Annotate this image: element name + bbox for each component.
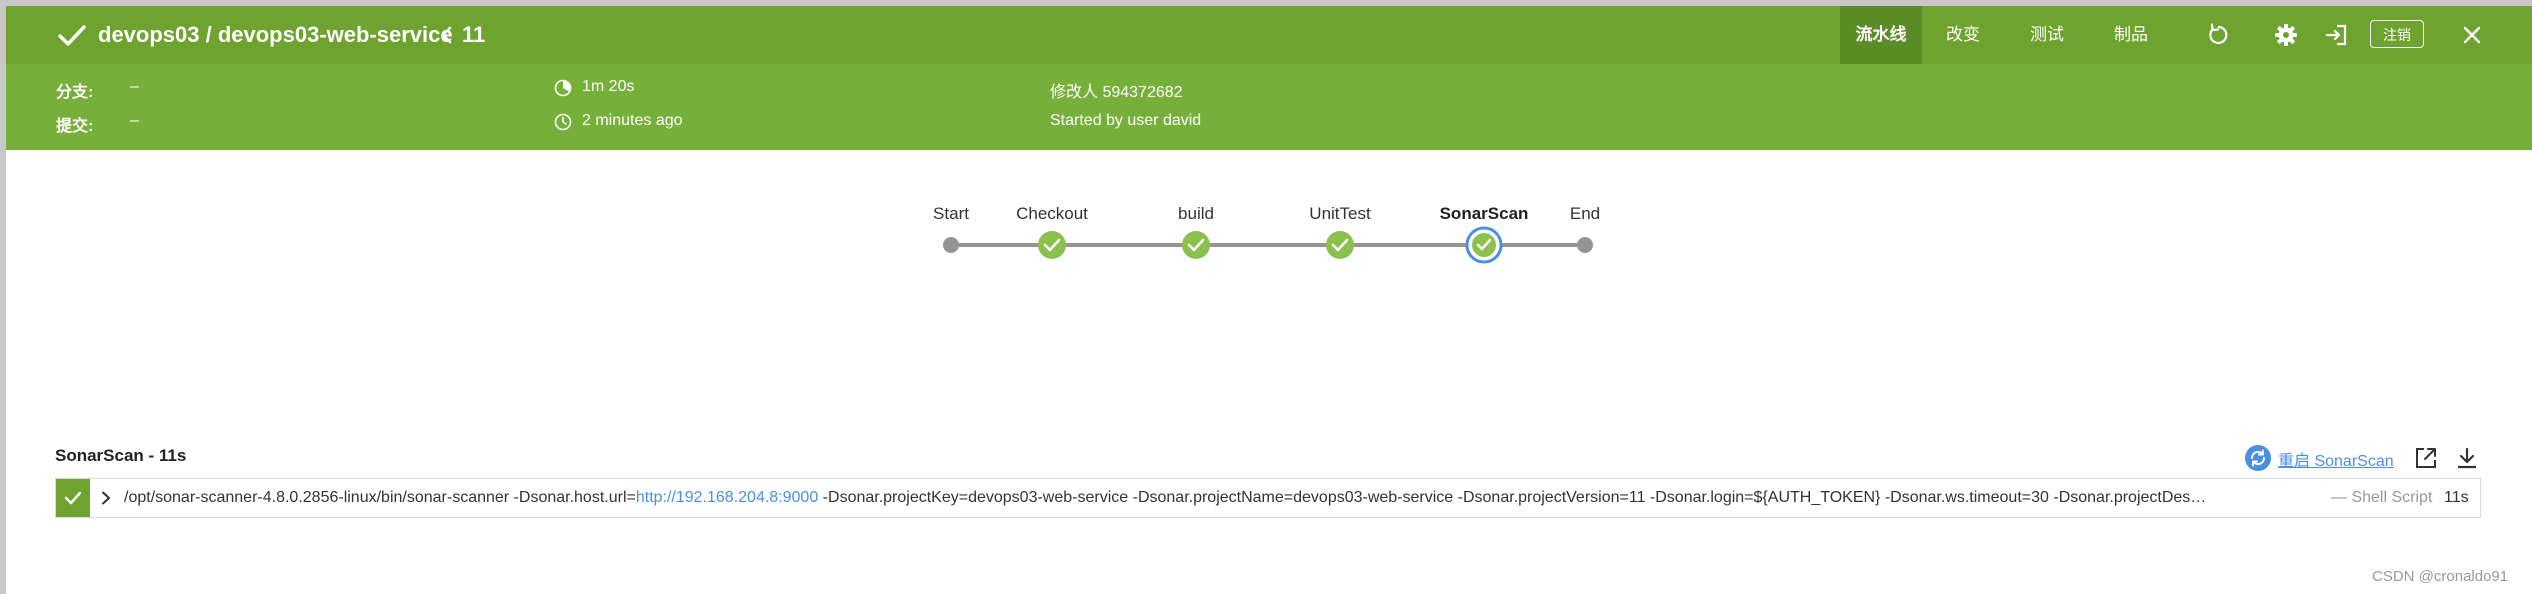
duration-icon — [554, 79, 572, 97]
tab-artifacts[interactable]: 制品 — [2114, 25, 2148, 44]
tab-tests[interactable]: 测试 — [2030, 25, 2064, 44]
success-check-icon — [58, 25, 86, 46]
step-title: SonarScan - 11s — [55, 446, 187, 465]
duration-value: 1m 20s — [582, 78, 635, 95]
watermark: CSDN @cronaldo91 — [2372, 568, 2509, 585]
clock-icon — [554, 113, 572, 131]
stage-label-unittest[interactable]: UnitTest — [1309, 204, 1371, 223]
branch-label: 分支: — [56, 84, 94, 101]
stage-node-build[interactable] — [1182, 231, 1210, 259]
download-icon[interactable] — [2455, 446, 2479, 470]
pipeline-graph-svg — [943, 226, 1593, 264]
step-command: /opt/sonar-scanner-4.8.0.2856-linux/bin/… — [124, 479, 2374, 517]
open-external-icon[interactable] — [2414, 446, 2438, 470]
sonar-host-link[interactable]: http://192.168.204.8:9000 — [635, 489, 819, 506]
tab-pipeline[interactable]: 流水线 — [1840, 6, 1922, 64]
command-suffix: -Dsonar.projectKey=devops03-web-service … — [818, 489, 2207, 506]
build-number: 11 — [462, 22, 486, 47]
commit-label: 提交: — [56, 118, 94, 135]
window-frame-left — [0, 0, 6, 594]
run-cause: Started by user david — [1050, 112, 1202, 129]
stage-node-start — [943, 237, 959, 253]
step-duration: 11s — [2444, 489, 2469, 506]
stage-label-sonarscan[interactable]: SonarScan — [1439, 204, 1529, 223]
restart-stage-link[interactable]: 重启 SonarScan — [2278, 453, 2394, 470]
window-frame-top — [0, 0, 2532, 6]
close-icon[interactable] — [2460, 23, 2484, 47]
chevron-right-icon[interactable] — [100, 491, 112, 505]
step-type: — Shell Script — [2331, 489, 2433, 506]
logout-button[interactable]: 注销 — [2370, 20, 2424, 48]
command-prefix: /opt/sonar-scanner-4.8.0.2856-linux/bin/… — [124, 489, 636, 506]
stage-label-end: End — [1569, 204, 1601, 223]
chevron-left-icon — [441, 26, 452, 44]
branch-value: – — [130, 78, 139, 95]
pipeline-graph: Start Checkout build UnitTest SonarScan … — [0, 150, 2532, 300]
open-classic-icon[interactable] — [2324, 23, 2348, 47]
stage-node-checkout[interactable] — [1038, 231, 1066, 259]
job-title[interactable]: devops03 / devops03-web-service — [98, 22, 453, 47]
stage-label-build[interactable]: build — [1178, 204, 1214, 223]
run-details-bar: 分支: – 提交: – 1m 20s 2 minutes ago 修改人 594… — [6, 64, 2532, 150]
started-ago: 2 minutes ago — [582, 112, 683, 129]
changes-by: 修改人 594372682 — [1050, 84, 1183, 101]
restart-stage-icon[interactable] — [2244, 444, 2272, 472]
stage-node-end — [1577, 237, 1593, 253]
gear-icon[interactable] — [2274, 23, 2298, 47]
stage-node-sonarscan[interactable] — [1465, 226, 1503, 264]
step-row[interactable]: /opt/sonar-scanner-4.8.0.2856-linux/bin/… — [55, 478, 2481, 518]
stage-node-unittest[interactable] — [1326, 231, 1354, 259]
rerun-icon[interactable] — [2207, 23, 2231, 47]
stage-label-checkout[interactable]: Checkout — [1016, 204, 1088, 223]
top-bar: devops03 / devops03-web-service 11 流水线 改… — [6, 6, 2532, 64]
tab-changes[interactable]: 改变 — [1946, 25, 1980, 44]
commit-value: – — [130, 112, 139, 129]
stage-label-start: Start — [933, 204, 969, 223]
step-check-icon — [64, 491, 82, 505]
step-status-success — [56, 479, 90, 517]
